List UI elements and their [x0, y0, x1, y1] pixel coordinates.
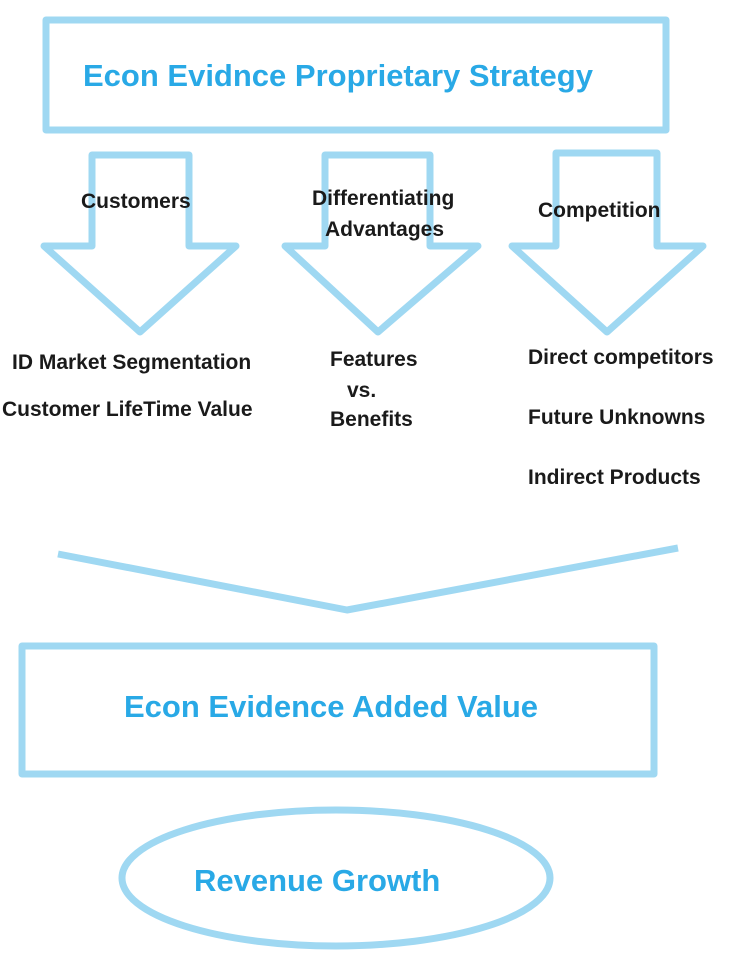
convergence-chevron: [57, 544, 679, 614]
customers-item-lifetime-value: Customer LifeTime Value: [2, 398, 253, 421]
added-value-box: [18, 642, 658, 778]
added-value-title: Econ Evidence Added Value: [124, 689, 539, 724]
differentiating-heading-line1: Differentiating: [312, 187, 455, 210]
customers-heading: Customers: [81, 190, 191, 213]
revenue-growth-title: Revenue Growth: [194, 863, 441, 898]
differentiating-arrow: [281, 151, 482, 336]
differentiating-item-vs: vs.: [347, 379, 377, 402]
revenue-ellipse: [118, 806, 554, 950]
customers-item-segmentation: ID Market Segmentation: [12, 351, 252, 374]
customers-arrow: [40, 151, 240, 336]
competition-arrow: [508, 149, 707, 336]
differentiating-item-benefits: Benefits: [330, 408, 413, 431]
differentiating-item-features: Features: [330, 348, 418, 371]
strategy-box: [42, 16, 670, 134]
competition-item-direct: Direct competitors: [528, 346, 714, 369]
differentiating-heading-line2: Advantages: [325, 218, 445, 241]
competition-item-future: Future Unknowns: [528, 406, 706, 429]
strategy-title: Econ Evidnce Proprietary Strategy: [83, 58, 593, 93]
competition-item-indirect: Indirect Products: [528, 466, 701, 489]
competition-heading: Competition: [538, 199, 661, 222]
